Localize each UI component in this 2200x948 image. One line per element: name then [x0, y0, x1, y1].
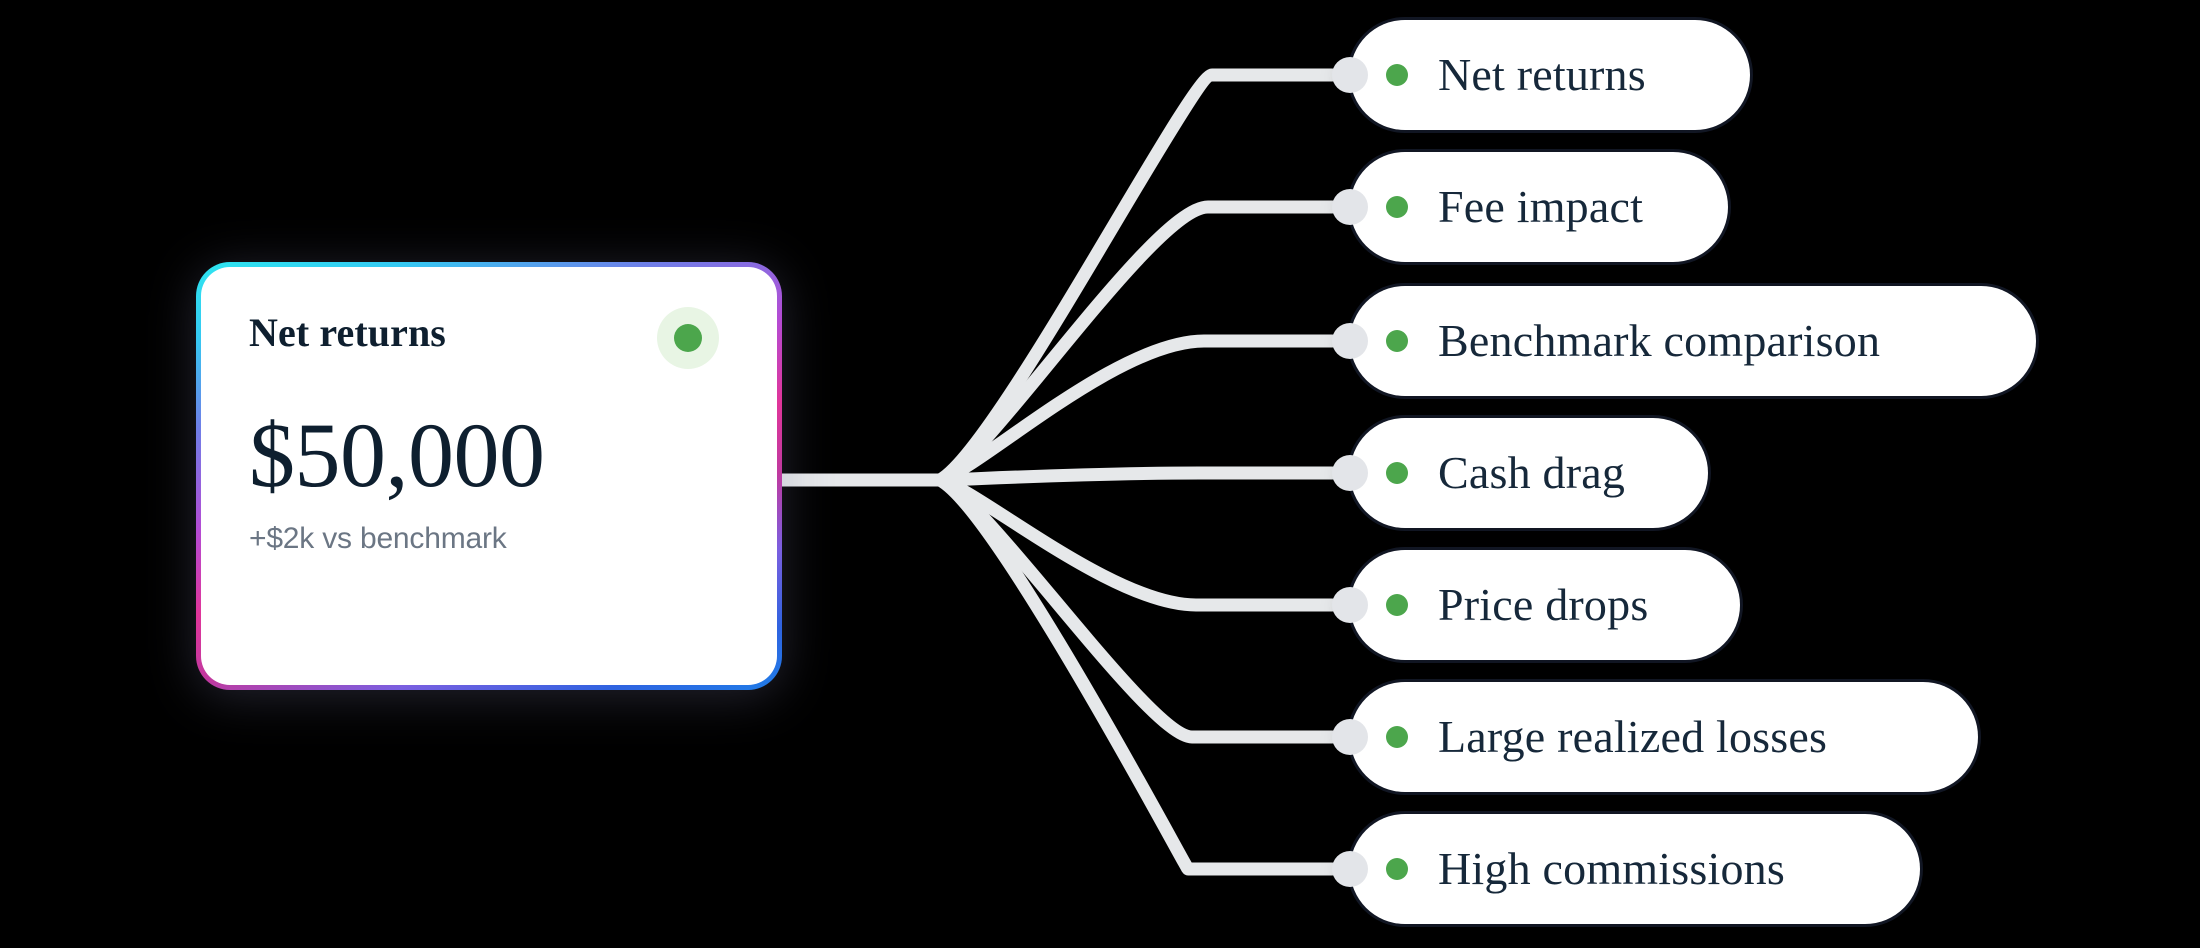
connector-path — [933, 473, 1339, 612]
connector-path — [933, 68, 1339, 487]
node-label: Price drops — [1438, 579, 1649, 630]
connector-path — [933, 473, 1339, 744]
node-label: Benchmark comparison — [1438, 315, 1881, 366]
connector-path — [933, 473, 1339, 876]
node-label: High commissions — [1438, 843, 1785, 894]
node-bullet-icon — [1386, 64, 1408, 86]
node-chip[interactable]: Price drops — [1350, 550, 1740, 660]
connector-port — [1332, 323, 1368, 359]
node-bullet-icon — [1386, 330, 1408, 352]
node-label: Fee impact — [1438, 181, 1644, 232]
node-label: Net returns — [1438, 49, 1646, 100]
card-title: Net returns — [249, 310, 446, 355]
metric-card[interactable]: Net returns $50,000 +$2k vs benchmark — [196, 262, 782, 690]
card-subtitle: +$2k vs benchmark — [249, 522, 507, 555]
node-chip[interactable]: Benchmark comparison — [1350, 286, 2036, 396]
node-label: Cash drag — [1438, 447, 1626, 498]
node-chip[interactable]: High commissions — [1350, 814, 1920, 924]
node-bullet-icon — [1386, 726, 1408, 748]
connector-port — [1332, 189, 1368, 225]
node-chip[interactable]: Fee impact — [1350, 152, 1728, 262]
node-chip[interactable]: Net returns — [1350, 20, 1750, 130]
node-bullet-icon — [1386, 462, 1408, 484]
card-value: $50,000 — [249, 404, 545, 506]
status-halo — [657, 307, 719, 369]
connector-path — [933, 200, 1339, 487]
connector-port — [1332, 851, 1368, 887]
node-bullet-icon — [1386, 196, 1408, 218]
metric-card-surface: Net returns $50,000 +$2k vs benchmark — [201, 267, 777, 685]
connector-path — [933, 466, 1339, 487]
connector-port — [1332, 719, 1368, 755]
node-chip[interactable]: Cash drag — [1350, 418, 1708, 528]
connector-port — [1332, 57, 1368, 93]
connector-port — [1332, 587, 1368, 623]
node-label: Large realized losses — [1438, 711, 1828, 762]
node-chip[interactable]: Large realized losses — [1350, 682, 1978, 792]
connector-path — [933, 334, 1339, 487]
node-bullet-icon — [1386, 594, 1408, 616]
connector-port — [1332, 455, 1368, 491]
node-bullet-icon — [1386, 858, 1408, 880]
positive-status-dot-icon — [674, 324, 702, 352]
